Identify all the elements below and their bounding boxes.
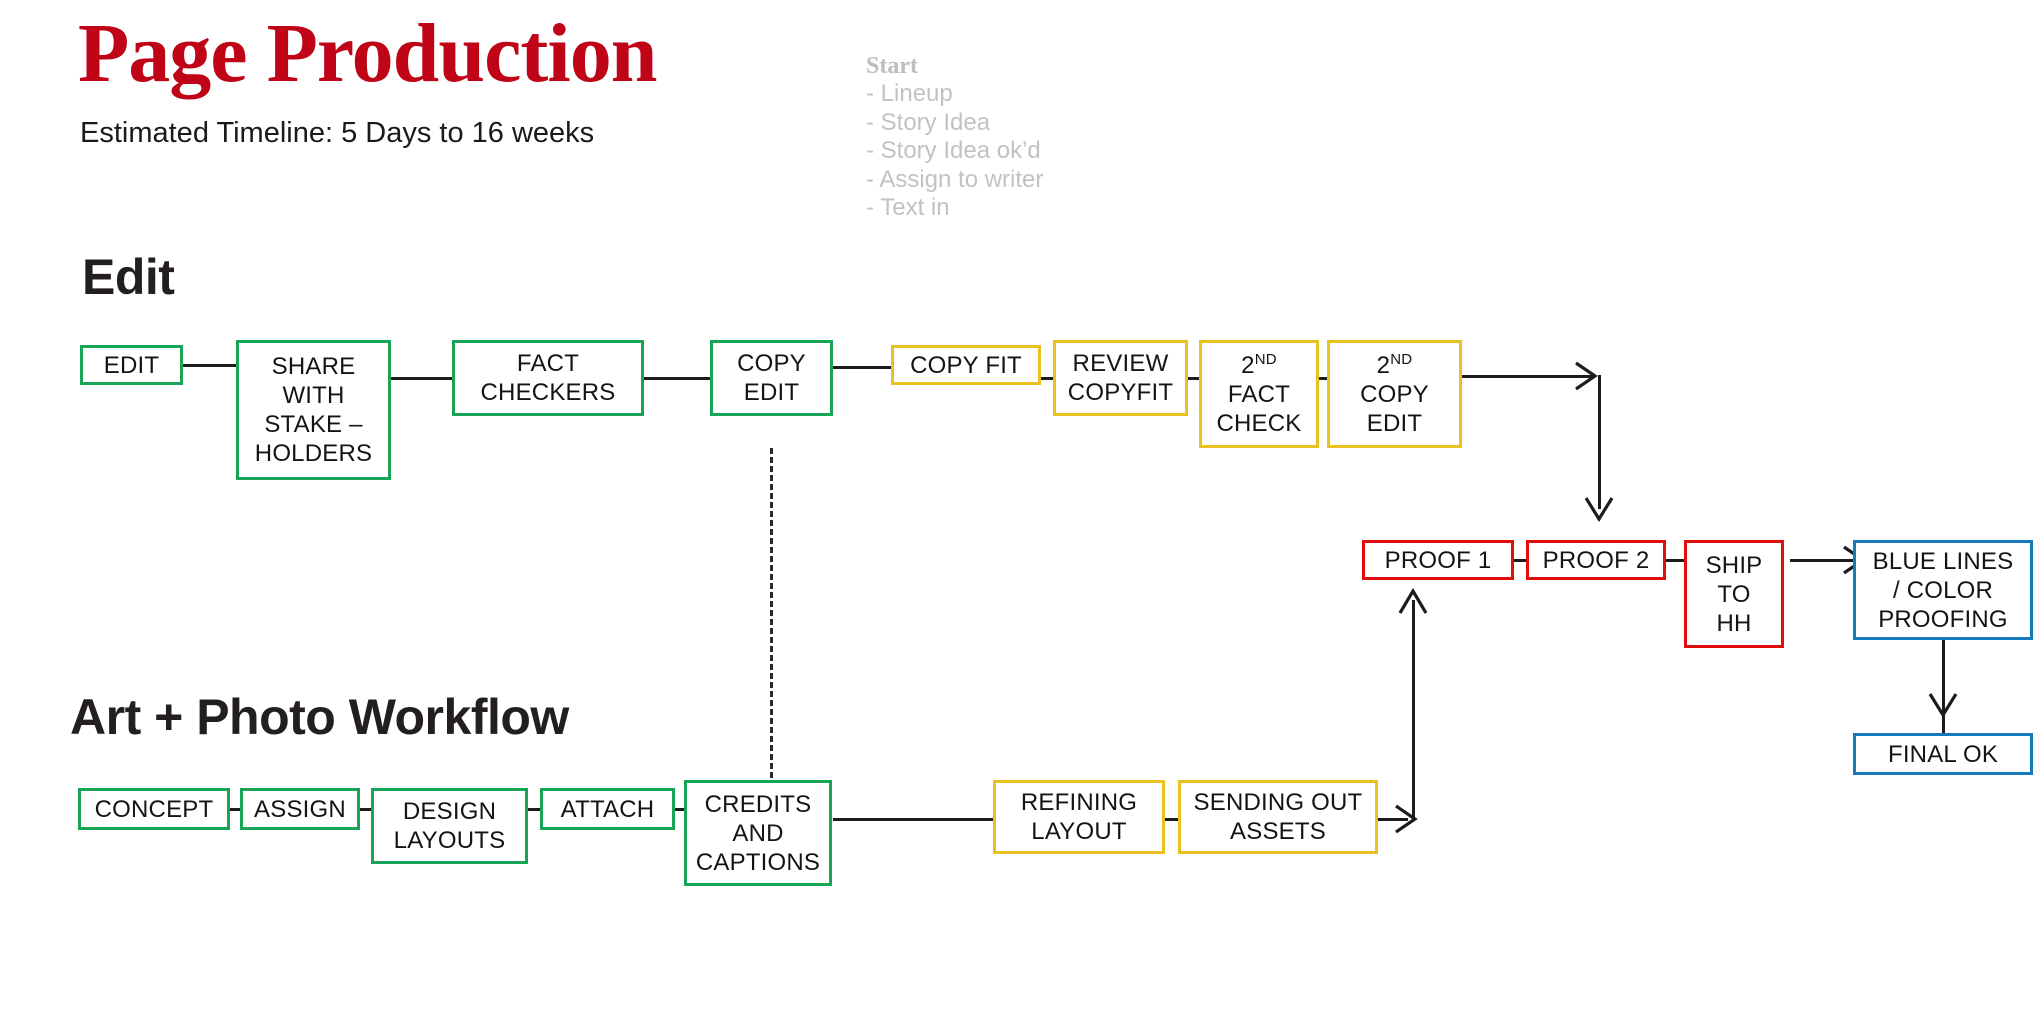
connector-credits-to-refining bbox=[833, 818, 995, 821]
node-final-ok[interactable]: FINAL OK bbox=[1853, 733, 2033, 775]
node-label-line1: SHARE bbox=[271, 353, 356, 380]
node-proof-2[interactable]: PROOF 2 bbox=[1526, 540, 1666, 580]
node-label-line1: 2ND bbox=[1376, 350, 1413, 379]
node-label-line1: COPY bbox=[737, 350, 806, 377]
node-label-line3: PROOFING bbox=[1878, 605, 2008, 633]
start-note-item: - Story Idea bbox=[866, 108, 991, 136]
connector-proof2-to-ship bbox=[1664, 559, 1684, 562]
arrowhead-up-icon bbox=[1398, 587, 1428, 614]
node-ship-to-hh[interactable]: SHIP TO HH bbox=[1684, 540, 1784, 648]
connector-ship-to-bluelines bbox=[1790, 559, 1865, 562]
node-label: EDIT bbox=[103, 351, 160, 379]
node-edit[interactable]: EDIT bbox=[80, 345, 183, 385]
section-heading-edit: Edit bbox=[82, 249, 175, 305]
start-note-item: - Assign to writer bbox=[866, 165, 1044, 193]
node-label-line2: COPY bbox=[1360, 380, 1429, 408]
node-copy-edit[interactable]: COPY EDIT bbox=[710, 340, 833, 416]
node-label-line2: LAYOUT bbox=[1031, 818, 1127, 845]
connector-2ndfact-to-2ndcopy bbox=[1317, 377, 1335, 380]
arrowhead-right-icon bbox=[1575, 361, 1598, 391]
node-label-line2: WITH bbox=[282, 382, 345, 409]
node-proof-1[interactable]: PROOF 1 bbox=[1362, 540, 1514, 580]
connector-down-to-proof2 bbox=[1598, 375, 1601, 509]
node-label-line3: HH bbox=[1716, 609, 1752, 637]
section-heading-art-photo: Art + Photo Workflow bbox=[70, 689, 569, 745]
node-label: ASSIGN bbox=[254, 795, 346, 823]
node-label: FINAL OK bbox=[1887, 740, 1999, 768]
node-label-line1: CREDITS bbox=[704, 790, 812, 818]
connector-up-to-proof1 bbox=[1412, 600, 1415, 820]
node-label-line2: AND bbox=[732, 819, 784, 847]
start-note-item: - Text in bbox=[866, 194, 950, 221]
node-label-line2: COPYFIT bbox=[1067, 379, 1174, 406]
node-label-line2: LAYOUTS bbox=[393, 827, 506, 854]
node-assign[interactable]: ASSIGN bbox=[240, 788, 360, 830]
node-label-line2: CHECKERS bbox=[480, 379, 616, 406]
connector-factcheckers-to-copyedit bbox=[642, 377, 710, 380]
node-copy-fit[interactable]: COPY FIT bbox=[891, 345, 1041, 385]
node-label-line1: SENDING OUT bbox=[1193, 789, 1363, 816]
node-label: CONCEPT bbox=[94, 795, 214, 823]
node-fact-checkers[interactable]: FACT CHECKERS bbox=[452, 340, 644, 416]
connector-proof1-to-proof2 bbox=[1512, 559, 1529, 562]
arrowhead-down-icon bbox=[1584, 497, 1614, 523]
connector-dashed-copyedit-to-credits bbox=[770, 448, 773, 778]
node-label-line1: SHIP bbox=[1705, 551, 1763, 579]
connector-edit-to-share bbox=[180, 364, 238, 367]
start-note-heading: Start bbox=[866, 53, 918, 79]
arrowhead-right-icon bbox=[1395, 804, 1418, 834]
page-title: Page Production bbox=[78, 7, 657, 100]
node-label: ATTACH bbox=[560, 795, 655, 823]
node-2nd-fact-check[interactable]: 2ND FACT CHECK bbox=[1199, 340, 1319, 448]
node-label-line1: FACT bbox=[516, 350, 580, 377]
connector-refining-to-sending bbox=[1164, 818, 1182, 821]
node-label-line2: EDIT bbox=[743, 379, 800, 406]
node-label-line2: FACT bbox=[1227, 380, 1291, 408]
start-note-item: - Lineup bbox=[866, 80, 953, 107]
node-design-layouts[interactable]: DESIGN LAYOUTS bbox=[371, 788, 528, 864]
node-label-line4: HOLDERS bbox=[254, 440, 373, 467]
connector-review-to-2ndfact bbox=[1186, 377, 1204, 380]
connector-2ndcopy-right bbox=[1462, 375, 1595, 378]
connector-bluelines-to-finalok bbox=[1942, 637, 1945, 735]
start-note-item: - Story Idea ok’d bbox=[866, 137, 1041, 164]
node-label-line3: EDIT bbox=[1366, 409, 1423, 437]
node-blue-lines-color-proofing[interactable]: BLUE LINES / COLOR PROOFING bbox=[1853, 540, 2033, 640]
node-label-line2: / COLOR bbox=[1892, 576, 1994, 604]
node-label-line1: REVIEW bbox=[1072, 350, 1169, 377]
connector-copyedit-to-copyfit bbox=[832, 366, 892, 369]
connector-design-to-attach bbox=[525, 808, 543, 811]
connector-concept-to-assign bbox=[228, 808, 244, 811]
node-label-line1: 2ND bbox=[1241, 350, 1277, 379]
connector-assign-to-design bbox=[357, 808, 375, 811]
node-label-line3: CAPTIONS bbox=[695, 848, 821, 876]
node-credits-and-captions[interactable]: CREDITS AND CAPTIONS bbox=[684, 780, 832, 886]
start-note: Start - Lineup - Story Idea - Story Idea… bbox=[866, 52, 1043, 223]
connector-sending-right bbox=[1376, 818, 1408, 821]
node-label: PROOF 1 bbox=[1384, 546, 1492, 574]
connector-copyfit-to-review bbox=[1040, 377, 1056, 380]
node-label-line3: STAKE – bbox=[264, 411, 363, 438]
node-label: COPY FIT bbox=[910, 351, 1022, 379]
connector-attach-to-credits bbox=[672, 808, 688, 811]
node-label-line3: CHECK bbox=[1216, 409, 1302, 437]
node-label-line2: TO bbox=[1717, 580, 1751, 608]
page-subtitle: Estimated Timeline: 5 Days to 16 weeks bbox=[80, 117, 595, 149]
node-label-line1: BLUE LINES bbox=[1872, 547, 2014, 575]
node-review-copyfit[interactable]: REVIEW COPYFIT bbox=[1053, 340, 1188, 416]
node-refining-layout[interactable]: REFINING LAYOUT bbox=[993, 780, 1165, 854]
connector-share-to-factcheckers bbox=[388, 377, 452, 380]
node-attach[interactable]: ATTACH bbox=[540, 788, 675, 830]
node-2nd-copy-edit[interactable]: 2ND COPY EDIT bbox=[1327, 340, 1462, 448]
node-label-line1: REFINING bbox=[1020, 789, 1138, 816]
node-concept[interactable]: CONCEPT bbox=[78, 788, 230, 830]
node-label-line1: DESIGN bbox=[402, 798, 497, 825]
node-share-with-stakeholders[interactable]: SHARE WITH STAKE – HOLDERS bbox=[236, 340, 391, 480]
arrowhead-down-icon bbox=[1928, 693, 1958, 719]
node-label: PROOF 2 bbox=[1542, 546, 1650, 574]
node-sending-out-assets[interactable]: SENDING OUT ASSETS bbox=[1178, 780, 1378, 854]
node-label-line2: ASSETS bbox=[1230, 818, 1326, 845]
